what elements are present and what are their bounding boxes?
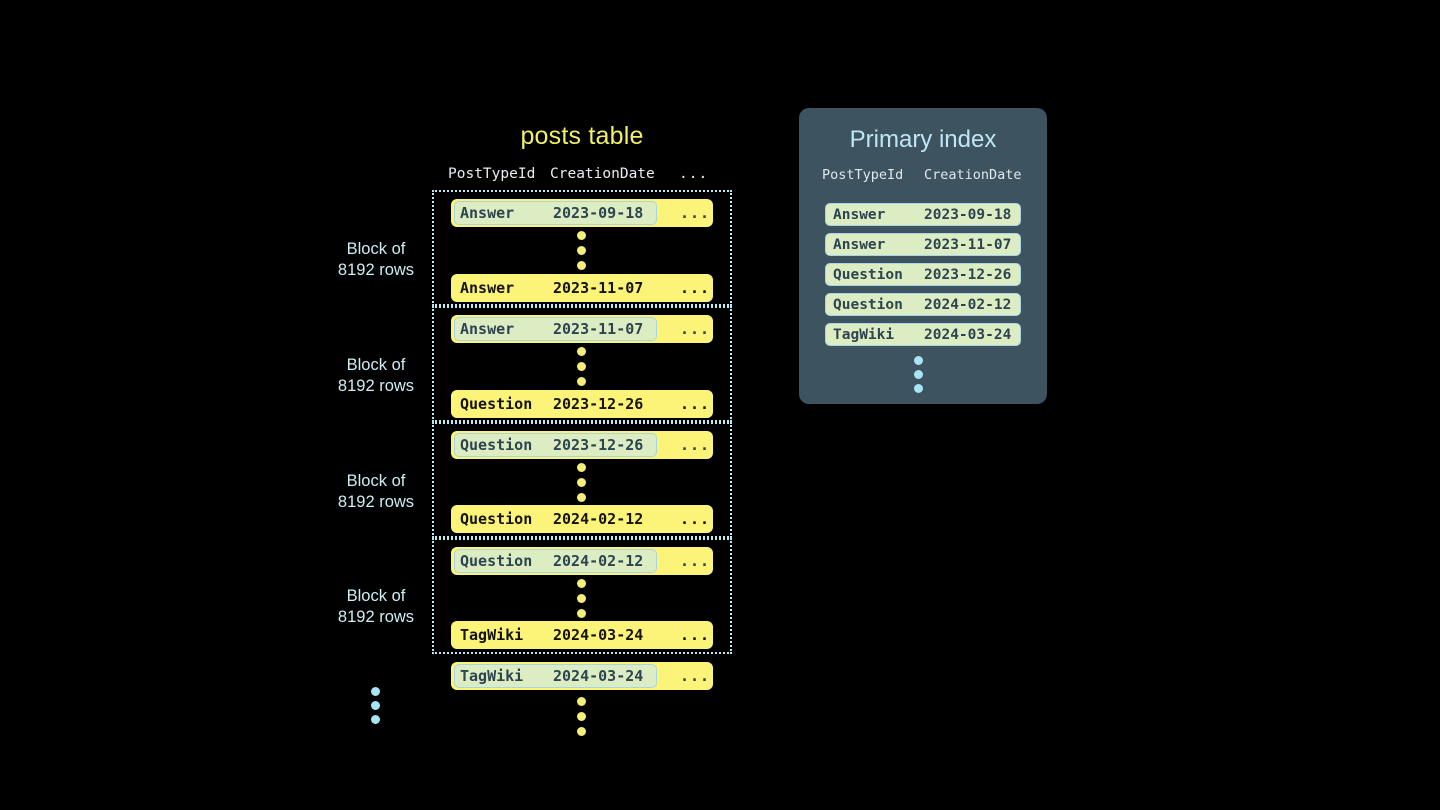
block-label-4: Block of 8192 rows: [306, 586, 446, 628]
cell-posttypeid: Answer: [833, 207, 886, 223]
block-label-2: Block of 8192 rows: [306, 355, 446, 397]
table-row[interactable]: Question 2023-12-26 ...: [451, 390, 713, 418]
column-header-creationdate: CreationDate: [924, 167, 1022, 183]
primary-index-column-headers: PostTypeId CreationDate: [799, 167, 1047, 187]
cell-more: ...: [680, 436, 711, 454]
row-ellipsis-icon: [577, 579, 586, 624]
cell-posttypeid: Question: [460, 510, 533, 528]
table-row[interactable]: Question 2024-02-12 ...: [451, 547, 713, 575]
cell-more: ...: [680, 510, 711, 528]
block-label-line1: Block of: [346, 356, 406, 374]
block-label-line2: 8192 rows: [337, 261, 415, 279]
table-row[interactable]: TagWiki 2024-03-24 ...: [451, 662, 713, 690]
cell-more: ...: [680, 320, 711, 338]
cell-creationdate: 2023-12-26: [553, 436, 644, 454]
cell-posttypeid: TagWiki: [460, 626, 524, 644]
cell-posttypeid: Answer: [460, 204, 515, 222]
block-label-line2: 8192 rows: [337, 377, 415, 395]
block-outline-4: [432, 538, 732, 654]
primary-index-panel: Primary index PostTypeId CreationDate An…: [799, 108, 1047, 404]
posts-table-column-headers: PostTypeId CreationDate ...: [432, 166, 732, 186]
cell-creationdate: 2023-12-26: [924, 267, 1012, 283]
block-label-1: Block of 8192 rows: [306, 239, 446, 281]
block-outline-2: [432, 306, 732, 422]
row-ellipsis-icon: [577, 463, 586, 508]
cell-creationdate: 2023-11-07: [553, 320, 644, 338]
column-header-posttypeid: PostTypeId: [448, 166, 536, 182]
mark-highlight-box: [454, 549, 657, 573]
block-outline-3: [432, 422, 732, 538]
cell-posttypeid: Answer: [460, 279, 515, 297]
cell-posttypeid: TagWiki: [460, 667, 524, 685]
cell-more: ...: [680, 279, 711, 297]
table-row[interactable]: Answer 2023-09-18 ...: [451, 199, 713, 227]
mark-highlight-box: [454, 664, 657, 688]
cell-creationdate: 2023-12-26: [553, 395, 644, 413]
cell-posttypeid: Question: [460, 395, 533, 413]
block-label-3: Block of 8192 rows: [306, 471, 446, 513]
list-item[interactable]: Answer 2023-09-18: [825, 203, 1021, 226]
list-item[interactable]: Question 2024-02-12: [825, 293, 1021, 316]
column-header-more: ...: [679, 166, 709, 182]
column-header-posttypeid: PostTypeId: [822, 167, 904, 183]
index-continues-ellipsis-icon: [914, 356, 923, 398]
page-title: posts table: [520, 122, 644, 150]
cell-more: ...: [680, 626, 711, 644]
cell-creationdate: 2024-03-24: [924, 327, 1012, 343]
block-label-line2: 8192 rows: [337, 608, 415, 626]
cell-posttypeid: Question: [833, 267, 903, 283]
table-continues-ellipsis-icon: [577, 697, 586, 742]
table-row[interactable]: Answer 2023-11-07 ...: [451, 274, 713, 302]
cell-posttypeid: TagWiki: [833, 327, 895, 343]
cell-creationdate: 2024-02-12: [553, 510, 644, 528]
cell-posttypeid: Question: [460, 436, 533, 454]
cell-creationdate: 2024-02-12: [553, 552, 644, 570]
cell-more: ...: [680, 395, 711, 413]
mark-highlight-box: [454, 433, 657, 457]
cell-creationdate: 2024-03-24: [553, 626, 644, 644]
table-row[interactable]: TagWiki 2024-03-24 ...: [451, 621, 713, 649]
cell-creationdate: 2023-09-18: [553, 204, 644, 222]
cell-more: ...: [680, 204, 711, 222]
block-label-line2: 8192 rows: [337, 493, 415, 511]
cell-posttypeid: Question: [460, 552, 533, 570]
blocks-continue-ellipsis-icon: [371, 687, 380, 729]
cell-more: ...: [680, 667, 711, 685]
mark-highlight-box: [454, 317, 657, 341]
cell-posttypeid: Answer: [833, 237, 886, 253]
primary-index-title: Primary index: [849, 126, 997, 153]
cell-posttypeid: Question: [833, 297, 903, 313]
column-header-creationdate: CreationDate: [550, 166, 655, 182]
block-label-line1: Block of: [346, 240, 406, 258]
row-ellipsis-icon: [577, 347, 586, 392]
cell-creationdate: 2023-11-07: [553, 279, 644, 297]
block-outline-1: [432, 190, 732, 306]
cell-more: ...: [680, 552, 711, 570]
cell-creationdate: 2024-03-24: [553, 667, 644, 685]
block-label-line1: Block of: [346, 587, 406, 605]
cell-creationdate: 2023-09-18: [924, 207, 1012, 223]
cell-creationdate: 2023-11-07: [924, 237, 1012, 253]
block-label-line1: Block of: [346, 472, 406, 490]
cell-posttypeid: Answer: [460, 320, 515, 338]
table-row[interactable]: Question 2024-02-12 ...: [451, 505, 713, 533]
table-row[interactable]: Question 2023-12-26 ...: [451, 431, 713, 459]
table-row[interactable]: Answer 2023-11-07 ...: [451, 315, 713, 343]
row-ellipsis-icon: [577, 231, 586, 276]
mark-highlight-box: [454, 201, 657, 225]
list-item[interactable]: Question 2023-12-26: [825, 263, 1021, 286]
cell-creationdate: 2024-02-12: [924, 297, 1012, 313]
list-item[interactable]: Answer 2023-11-07: [825, 233, 1021, 256]
list-item[interactable]: TagWiki 2024-03-24: [825, 323, 1021, 346]
